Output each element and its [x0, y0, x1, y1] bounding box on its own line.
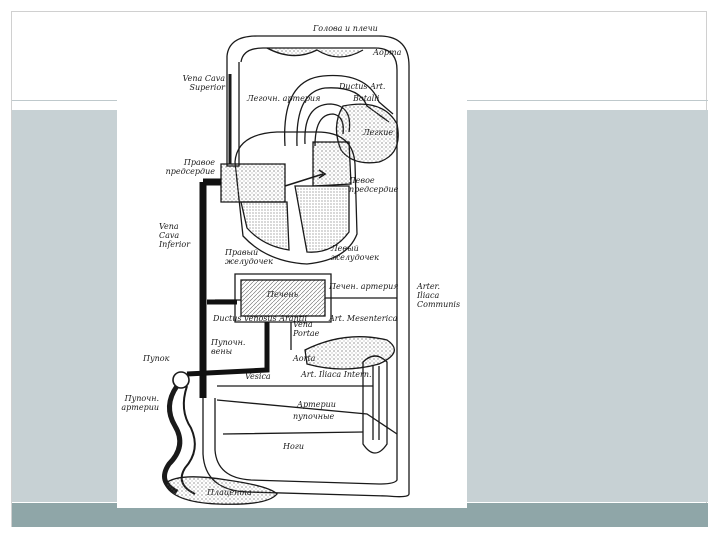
label-head-shoulders: Голова и плечи: [313, 24, 378, 33]
label-pulmonary-artery: Легочн. артерия: [247, 94, 320, 103]
label-liver: Печень: [267, 290, 298, 299]
label-left-ventricle: Левый желудочек: [331, 244, 379, 262]
label-botalli: Botalli: [353, 94, 379, 103]
label-right-atrium: Правое предсердие: [157, 158, 215, 176]
right-atrium: [221, 164, 285, 202]
label-vena-cava-inferior: Vena Cava Inferior: [159, 222, 190, 249]
label-legs: Ноги: [283, 442, 304, 451]
label-aorta-lower: Aorta: [293, 354, 315, 363]
label-vena-cava-superior: Vena Cava Superior: [169, 74, 225, 92]
iliac-arteries: [217, 386, 397, 434]
label-ductus-arteriosus: Ductus Art.: [339, 82, 385, 91]
umbilical-cord: [165, 386, 180, 492]
intestine: [305, 337, 394, 369]
label-vesica: Vesica: [245, 372, 271, 381]
label-umbilical-arteries: Пупочн. артерии: [111, 394, 159, 412]
label-aorta: Аорта: [373, 48, 401, 57]
head-capillary: [267, 48, 363, 57]
fetal-circulation-diagram: Голова и плечи Аорта Vena Cava Superior …: [117, 14, 467, 508]
right-ventricle: [241, 202, 289, 250]
label-left-atrium: Левое предсердие: [349, 176, 398, 194]
label-placenta: Плацента: [207, 488, 252, 497]
label-right-ventricle: Правый желудочек: [225, 248, 273, 266]
label-art-iliaca-interna: Art. Iliaca Intern.: [301, 370, 372, 379]
label-vena-portae: Vena Portae: [293, 320, 319, 338]
label-navel: Пупок: [143, 354, 169, 363]
left-atrium: [313, 142, 351, 186]
label-arteries: Артерии: [297, 400, 336, 409]
label-umbilical: пупочные: [293, 412, 334, 421]
label-art-mesenterica: Art. Mesenterica: [329, 314, 397, 323]
label-umbilical-veins: Пупочн. вены: [211, 338, 245, 356]
left-ventricle: [295, 186, 349, 252]
label-hepatic-artery: Печен. артерия: [329, 282, 399, 291]
label-lungs: Легкие: [363, 128, 393, 137]
label-arteria-iliaca-communis: Arter. Iliaca Communis: [417, 282, 460, 309]
